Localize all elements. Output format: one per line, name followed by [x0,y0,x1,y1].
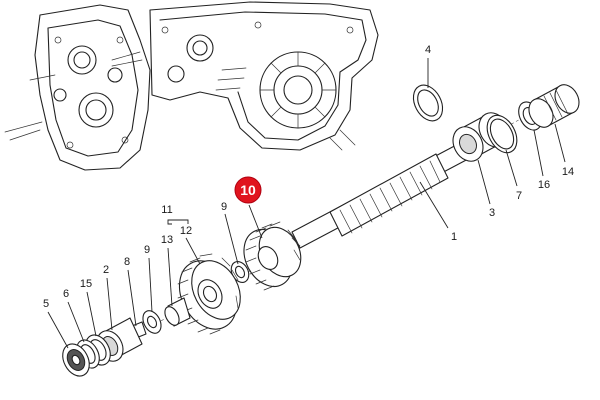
svg-text:12: 12 [180,225,192,237]
callout-9-lower: 9 [144,244,150,256]
callout-2: 2 [103,264,109,276]
leader-lines [47,58,566,349]
ring-4 [412,84,444,122]
callout-8: 8 [124,256,130,268]
svg-text:2: 2 [103,264,109,276]
callout-5: 5 [43,298,49,310]
svg-text:5: 5 [43,298,49,310]
svg-text:10: 10 [240,182,256,198]
svg-text:6: 6 [63,288,69,300]
transmission-housing [4,1,379,171]
svg-text:9: 9 [221,201,227,213]
callout-9-upper: 9 [221,201,227,213]
highlight-circle [234,176,262,204]
callout-11: 11 [161,204,172,216]
bush-13 [164,297,191,327]
spacer-9-upper [230,261,250,283]
svg-text:14: 14 [562,166,574,178]
svg-text:13: 13 [161,234,173,246]
callout-6: 6 [63,288,69,300]
callout-4: 4 [425,44,431,56]
svg-text:8: 8 [124,256,130,268]
bearing-3 [452,112,510,162]
callout-16: 16 [538,179,550,191]
svg-text:15: 15 [80,278,92,290]
callout-3: 3 [489,207,495,219]
bearing-5 [62,343,90,377]
svg-text:3: 3 [489,207,495,219]
needle-bearing-14 [528,84,580,128]
callout-12: 12 [180,225,192,237]
svg-text:4: 4 [425,44,431,56]
callout-14: 14 [562,166,574,178]
svg-text:1: 1 [451,231,457,243]
gear-10 [243,221,302,291]
svg-text:9: 9 [144,244,150,256]
callout-7: 7 [516,190,522,202]
callout-1: 1 [451,231,457,243]
gear-12 [177,253,241,335]
svg-text:16: 16 [538,179,550,191]
svg-text:11: 11 [161,204,172,216]
washer-9-lower [142,310,162,334]
svg-text:7: 7 [516,190,522,202]
bearing-2 [96,317,143,362]
circlip-7 [486,114,518,154]
callout-13: 13 [161,234,173,246]
callout-15: 15 [80,278,92,290]
callout-10-highlight: 10 [234,176,262,204]
